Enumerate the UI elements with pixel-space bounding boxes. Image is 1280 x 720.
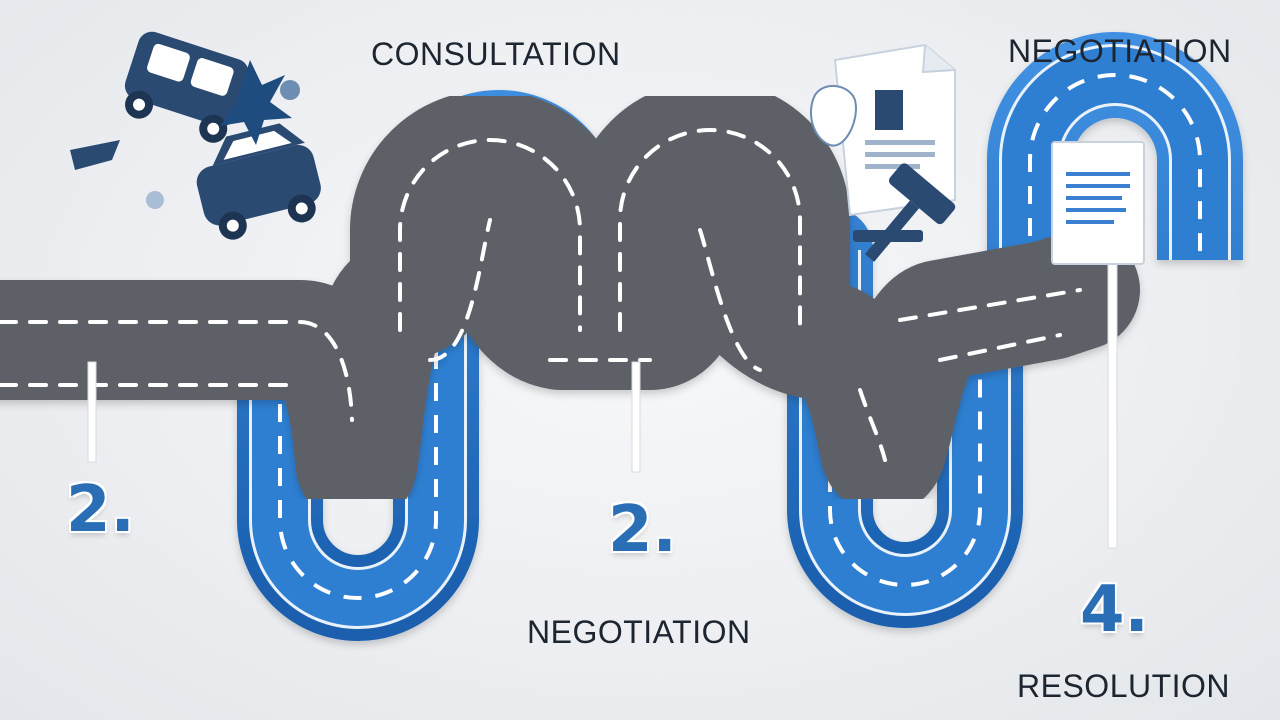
gray-road <box>0 80 1140 525</box>
gray-road-lane-bottom <box>0 218 1062 462</box>
step-marker-3: 4. <box>1080 573 1149 647</box>
marker-post-1 <box>87 361 97 463</box>
stage-label-negotiation-top: NEGOTIATION <box>1008 33 1232 69</box>
car-crash-icon <box>70 31 321 240</box>
stage-label-resolution: RESOLUTION <box>1017 668 1231 704</box>
marker-post-3 <box>1107 257 1118 549</box>
step-marker-1: 2. <box>66 473 135 547</box>
gavel-document-icon <box>810 43 956 262</box>
gray-road-lane-top <box>0 128 1082 422</box>
step-marker-2: 2. <box>608 493 677 567</box>
blue-road <box>0 32 1243 641</box>
document-signpost-icon <box>1051 141 1145 265</box>
stage-label-negotiation-mid: NEGOTIATION <box>527 614 751 650</box>
marker-post-2 <box>631 361 641 473</box>
stage-label-consultation: CONSULTATION <box>371 36 621 72</box>
